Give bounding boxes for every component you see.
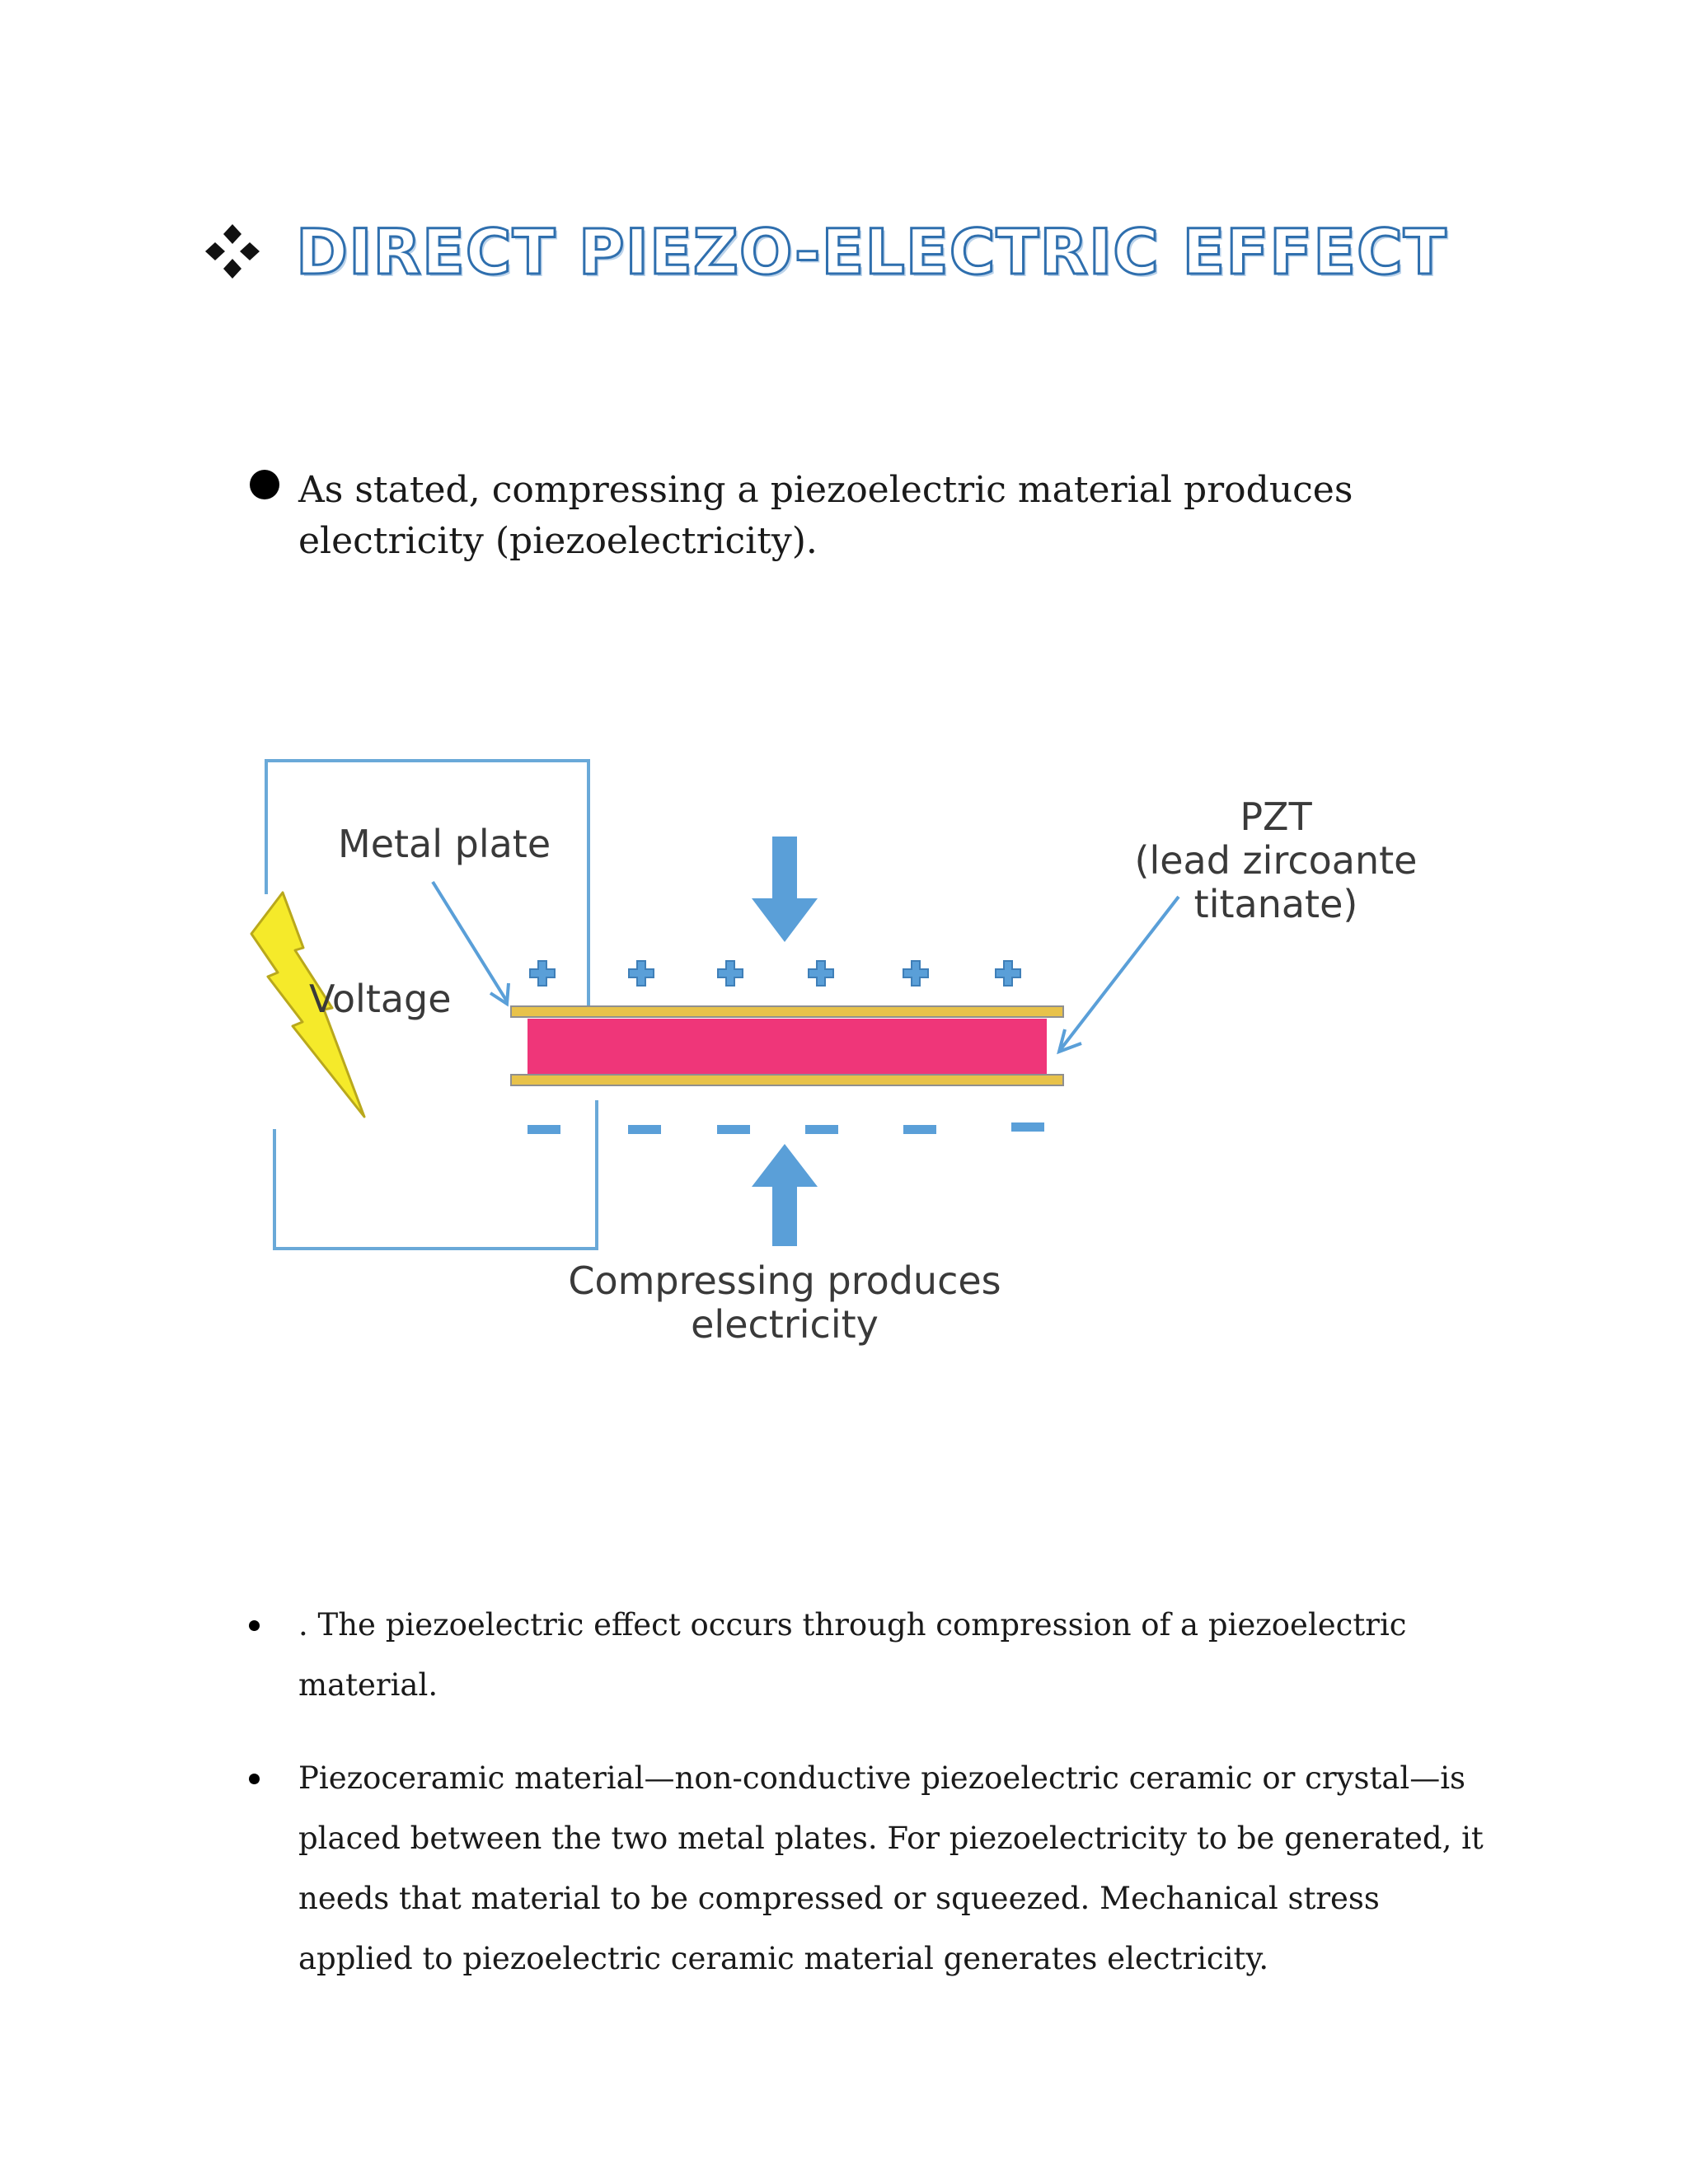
circuit-wire	[265, 759, 598, 1250]
pzt-crystal	[528, 1019, 1047, 1075]
piezo-diagram: Metal plate Voltage PZT (lead zircoante …	[198, 742, 1451, 1368]
bullet-dot-icon	[249, 1620, 260, 1631]
four-diamond-bullet-icon	[205, 224, 260, 279]
heading-row: DIRECT PIEZO-ELECTRIC EFFECT	[202, 206, 1447, 297]
list-item: Piezoceramic material—non-conductive pie…	[247, 1748, 1500, 1989]
pzt-pointer	[1057, 895, 1180, 1055]
list-item-text: Piezoceramic material—non-conductive pie…	[298, 1760, 1484, 1976]
caption-line1: Compressing produces	[568, 1258, 1001, 1303]
up-arrow-icon	[752, 1144, 818, 1246]
negative-charges	[528, 1122, 1044, 1134]
voltage-label: Voltage	[309, 977, 452, 1021]
page-title: DIRECT PIEZO-ELECTRIC EFFECT	[295, 213, 1448, 289]
bullet-list: . The piezoelectric effect occurs throug…	[247, 1595, 1500, 2022]
list-item: . The piezoelectric effect occurs throug…	[247, 1595, 1500, 1715]
bottom-metal-plate	[510, 1074, 1064, 1086]
positive-charges	[529, 960, 1021, 987]
metal-plate-pointer	[431, 880, 510, 1007]
metal-plate-label: Metal plate	[338, 822, 551, 866]
pzt-label-line1: PZT	[1240, 794, 1312, 839]
top-metal-plate	[510, 1005, 1064, 1018]
bullet-dot-icon	[249, 1774, 260, 1784]
intro-paragraph: As stated, compressing a piezoelectric m…	[298, 469, 1353, 562]
pzt-label-line3: titanate)	[1194, 882, 1358, 926]
caption-line2: electricity	[691, 1302, 879, 1347]
lightning-icon	[250, 891, 366, 1118]
pzt-label-line2: (lead zircoante	[1135, 838, 1418, 883]
bullet-dot-icon	[250, 470, 279, 499]
down-arrow-icon	[752, 837, 818, 942]
list-item-text: . The piezoelectric effect occurs throug…	[298, 1607, 1407, 1703]
